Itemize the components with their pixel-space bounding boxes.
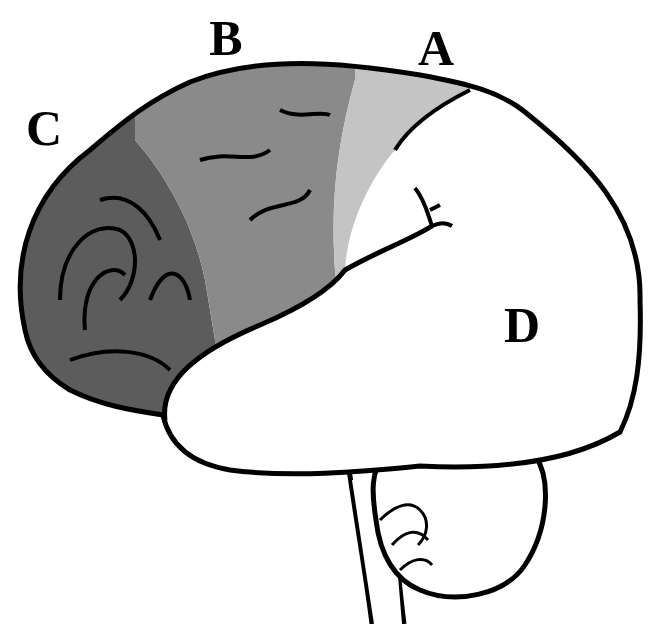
part-label: C (26, 103, 62, 153)
sylvian-fissure (165, 226, 432, 420)
sulcus (60, 198, 190, 370)
part-label: A (418, 23, 454, 73)
central-sulcus (395, 90, 470, 150)
sulcus (200, 110, 330, 220)
fissure-branch (415, 188, 452, 226)
cerebrum-outline (20, 64, 640, 474)
cerebellum-fold (380, 505, 432, 570)
part-label: D (504, 300, 540, 350)
part-label: B (209, 13, 242, 63)
